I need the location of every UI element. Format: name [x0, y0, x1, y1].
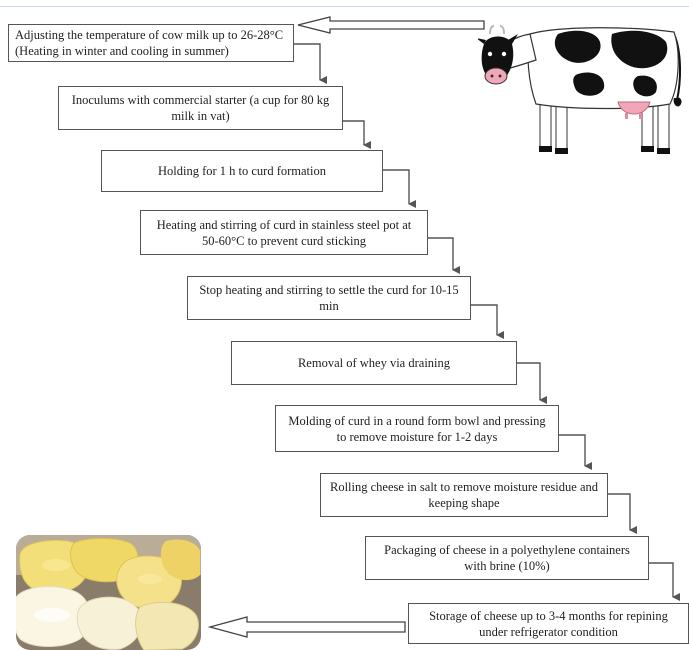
output-arrow: [207, 616, 406, 638]
cheese-photo: [16, 535, 201, 650]
step-1-box: Adjusting the temperature of cow milk up…: [8, 24, 294, 62]
step-8-box: Rolling cheese in salt to remove moistur…: [320, 473, 608, 517]
step-5-box: Stop heating and stirring to settle the …: [187, 276, 471, 320]
step-4-box: Heating and stirring of curd in stainles…: [140, 210, 428, 255]
cow-illustration: [478, 25, 682, 154]
connector-7-8: [559, 434, 592, 470]
connector-5-6: [471, 304, 504, 339]
step-2-box: Inoculums with commercial starter (a cup…: [58, 86, 343, 130]
step-7-box: Molding of curd in a round form bowl and…: [275, 405, 559, 452]
step-9-box: Packaging of cheese in a polyethylene co…: [365, 536, 649, 580]
connector-3-4: [383, 169, 416, 208]
connector-6-7: [517, 362, 547, 404]
step-6-box: Removal of whey via draining: [231, 341, 517, 385]
connector-4-5: [427, 237, 460, 274]
input-arrow: [297, 16, 485, 34]
top-rule: [0, 6, 689, 7]
step-3-box: Holding for 1 h to curd formation: [101, 150, 383, 192]
connector-2-3: [342, 120, 371, 149]
connector-8-9: [607, 493, 637, 534]
connector-9-10: [648, 562, 680, 601]
connector-1-2: [293, 43, 327, 84]
step-10-box: Storage of cheese up to 3-4 months for r…: [408, 603, 689, 644]
